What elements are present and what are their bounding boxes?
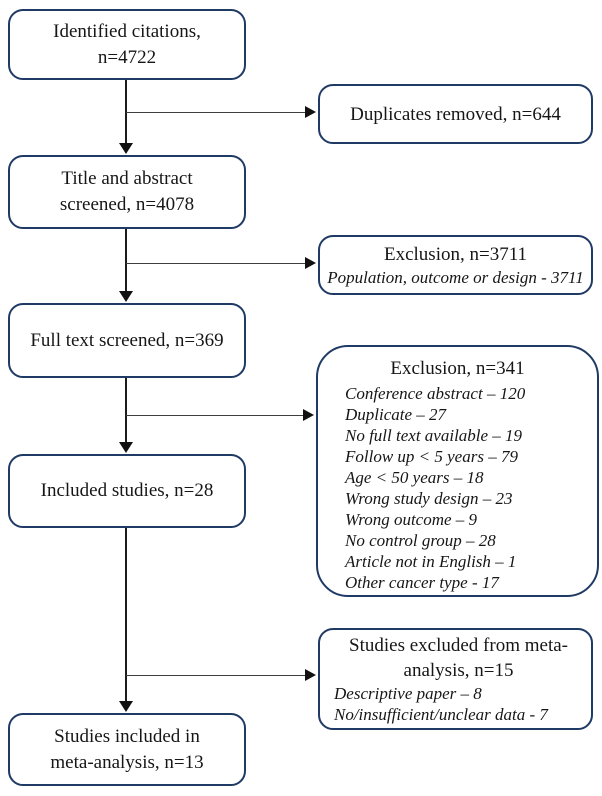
down-arrowhead-icon <box>119 291 133 302</box>
down-arrowhead-icon <box>119 143 133 154</box>
branch-to-excluded-from-meta <box>126 675 306 677</box>
exclusion-fulltext-reason: No full text available – 19 <box>345 426 523 445</box>
exclusion-fulltext-reason: Conference abstract – 120 <box>345 384 526 403</box>
box-duplicates-removed: Duplicates removed, n=644 <box>318 84 593 144</box>
exclusion-fulltext-reason: Article not in English – 1 <box>345 552 517 571</box>
connector-fulltext-to-included <box>125 378 127 443</box>
connector-included-to-meta <box>125 528 127 702</box>
box-excluded-from-meta-title: Studies excluded from meta- analysis, n=… <box>349 635 568 681</box>
right-arrowhead-icon <box>305 669 316 681</box>
box-meta-analysis-included: Studies included in meta-analysis, n=13 <box>8 713 246 786</box>
box-title-abstract-screened: Title and abstract screened, n=4078 <box>8 155 246 229</box>
box-exclusion-fulltext-title: Exclusion, n=341 <box>390 358 525 379</box>
right-arrowhead-icon <box>303 409 314 421</box>
connector-screened-to-fulltext <box>125 229 127 292</box>
box-exclusion-screening-title: Exclusion, n=3711 <box>383 244 527 265</box>
box-included-studies-label: Included studies, n=28 <box>40 480 214 501</box>
box-identified-citations: Identified citations, n=4722 <box>8 9 246 80</box>
branch-to-duplicates <box>126 112 306 114</box>
exclusion-fulltext-reason: Duplicate – 27 <box>345 405 447 424</box>
branch-to-exclusion-fulltext <box>126 415 304 417</box>
down-arrowhead-icon <box>119 442 133 453</box>
right-arrowhead-icon <box>305 257 316 269</box>
box-included-studies: Included studies, n=28 <box>8 454 246 528</box>
exclusion-fulltext-reason: Wrong outcome – 9 <box>345 510 478 529</box>
connector-identified-to-screened <box>125 80 127 143</box>
box-identified-citations-label: Identified citations, n=4722 <box>53 20 201 68</box>
exclusion-screening-reason: Population, outcome or design - 3711 <box>327 268 584 287</box>
excluded-from-meta-reason: Descriptive paper – 8 <box>334 684 482 703</box>
down-arrowhead-icon <box>119 701 133 712</box>
box-duplicates-removed-title: Duplicates removed, n=644 <box>350 103 561 125</box>
box-meta-analysis-included-label: Studies included in meta-analysis, n=13 <box>50 725 204 773</box>
box-excluded-from-meta: Studies excluded from meta- analysis, n=… <box>318 628 593 730</box>
exclusion-fulltext-reason: No control group – 28 <box>345 531 496 550</box>
box-exclusion-screening: Exclusion, n=3711 Population, outcome or… <box>318 235 593 295</box>
exclusion-fulltext-reason: Wrong study design – 23 <box>345 489 513 508</box>
exclusion-fulltext-reason: Age < 50 years – 18 <box>345 468 484 487</box>
branch-to-exclusion-screening <box>126 263 306 265</box>
exclusion-fulltext-reason: Other cancer type - 17 <box>345 573 499 592</box>
box-title-abstract-screened-label: Title and abstract screened, n=4078 <box>59 168 195 215</box>
box-exclusion-fulltext: Exclusion, n=341 Conference abstract – 1… <box>316 345 599 597</box>
box-full-text-screened-label: Full text screened, n=369 <box>30 329 224 351</box>
exclusion-fulltext-reason: Follow up < 5 years – 79 <box>345 447 518 466</box>
box-full-text-screened: Full text screened, n=369 <box>8 303 246 378</box>
right-arrowhead-icon <box>305 106 316 118</box>
excluded-from-meta-reason: No/insufficient/unclear data - 7 <box>334 705 548 724</box>
